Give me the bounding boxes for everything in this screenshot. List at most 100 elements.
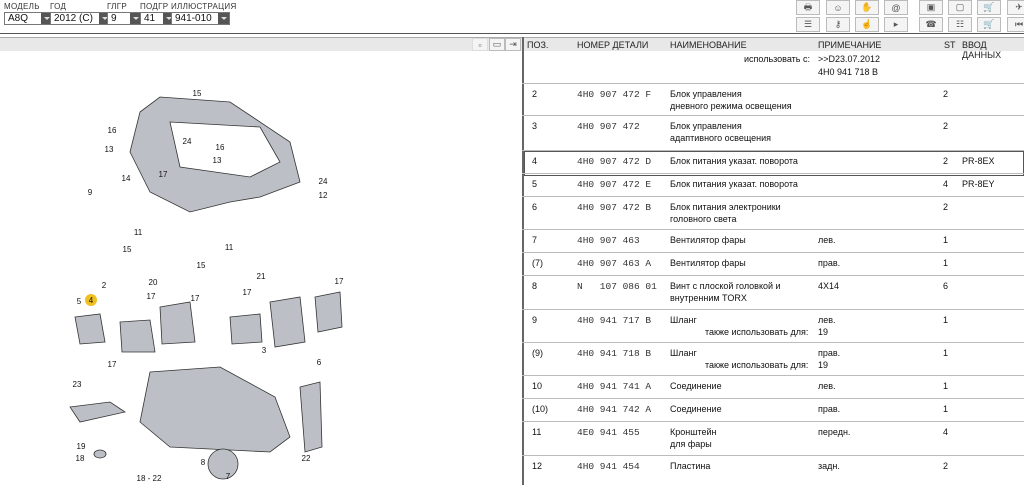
- row-note: лев.: [818, 381, 836, 391]
- callout-number[interactable]: 17: [243, 288, 252, 297]
- row-position: (9): [532, 348, 543, 358]
- callout-number[interactable]: 17: [159, 170, 168, 179]
- callout-number[interactable]: 17: [108, 360, 117, 369]
- callout-number[interactable]: 16: [216, 143, 225, 152]
- pin-icon[interactable]: ✈: [1007, 0, 1024, 15]
- callout-number[interactable]: 20: [149, 278, 158, 287]
- users-icon[interactable]: ☷: [948, 17, 972, 32]
- callout-number[interactable]: 12: [319, 191, 328, 200]
- callout-number[interactable]: 21: [257, 272, 266, 281]
- chevron-down-icon: [218, 13, 229, 24]
- cart-user-icon[interactable]: 🛒: [977, 0, 1001, 15]
- row-part-number[interactable]: 4H0 907 472: [577, 121, 640, 132]
- row-name: Блок питания указат. поворота: [670, 179, 798, 189]
- phone-icon[interactable]: ☎: [919, 17, 943, 32]
- callout-number[interactable]: 24: [183, 137, 192, 146]
- row-part-number[interactable]: 4H0 941 717 B: [577, 315, 652, 326]
- split-view-icon[interactable]: ▭: [489, 38, 505, 51]
- column-header-st[interactable]: ST: [944, 40, 956, 50]
- handshake-icon[interactable]: ✋: [855, 0, 879, 15]
- row-divider: [522, 375, 1024, 376]
- list-icon[interactable]: ☰: [796, 17, 820, 32]
- column-header-note[interactable]: ПРИМЕЧАНИЕ: [818, 40, 882, 50]
- callout-number[interactable]: 6: [317, 358, 322, 367]
- row-note: лев.: [818, 315, 836, 325]
- column-header-input[interactable]: ВВОД ДАННЫХ: [962, 40, 1002, 60]
- callout-number[interactable]: 23: [73, 380, 82, 389]
- row-part-number[interactable]: 4H0 941 741 A: [577, 381, 652, 392]
- row-part-number[interactable]: 4H0 907 472 D: [577, 156, 652, 167]
- hand-icon[interactable]: ☝: [855, 17, 879, 32]
- row-part-number[interactable]: 4H0 907 472 F: [577, 89, 652, 100]
- row-part-number[interactable]: 4H0 907 463: [577, 235, 640, 246]
- callout-number[interactable]: 5: [77, 297, 82, 306]
- callout-number[interactable]: 24: [319, 177, 328, 186]
- callout-number[interactable]: 9: [88, 188, 93, 197]
- first-icon[interactable]: ⏮: [1007, 17, 1024, 32]
- row-quantity: 2: [943, 461, 949, 471]
- callout-number[interactable]: 3: [262, 346, 267, 355]
- row-data-input[interactable]: PR-8EX: [962, 156, 995, 166]
- dropdown-select[interactable]: 2012 (C): [50, 12, 111, 25]
- dealer-icon[interactable]: ▣: [919, 0, 943, 15]
- row-part-number[interactable]: 4H0 907 472 E: [577, 179, 652, 190]
- chevron-down-icon: [99, 13, 110, 24]
- row-part-number[interactable]: 4H0 907 472 B: [577, 202, 652, 213]
- row-note: прав.: [818, 404, 841, 414]
- resize-panel-icon[interactable]: ⇥: [505, 38, 521, 51]
- toggle-view-icon[interactable]: ▫: [472, 38, 488, 51]
- row-divider: [522, 229, 1024, 230]
- email-icon[interactable]: @: [884, 0, 908, 15]
- callout-number[interactable]: 18: [76, 454, 85, 463]
- row-part-number[interactable]: 4H0 907 463 A: [577, 258, 652, 269]
- key-icon[interactable]: ⚷: [826, 17, 850, 32]
- callout-number[interactable]: 15: [197, 261, 206, 270]
- depot-icon[interactable]: ▢: [948, 0, 972, 15]
- row-name: Шланг: [670, 315, 697, 325]
- row-divider: [522, 455, 1024, 456]
- cart-icon[interactable]: 🛒: [977, 17, 1001, 32]
- user-icon[interactable]: ☺: [826, 0, 850, 15]
- row-position: (10): [532, 404, 549, 414]
- row-position: 8: [532, 281, 538, 291]
- dropdown-select[interactable]: 941-010: [171, 12, 230, 25]
- callout-number[interactable]: 11: [225, 243, 234, 252]
- panel-splitter[interactable]: [522, 37, 524, 485]
- row-quantity: 1: [943, 381, 949, 391]
- row-part-number[interactable]: 4H0 941 742 A: [577, 404, 652, 415]
- callout-number[interactable]: 7: [226, 472, 231, 481]
- row-part-number[interactable]: 4H0 941 718 B: [577, 348, 652, 359]
- callout-number[interactable]: 14: [122, 174, 131, 183]
- dropdown-select[interactable]: 41: [140, 12, 175, 25]
- row-position: 11: [532, 427, 542, 437]
- callout-number[interactable]: 11: [134, 228, 143, 237]
- row-part-number[interactable]: 4H0 941 454: [577, 461, 640, 472]
- row-part-number[interactable]: N 107 086 01: [577, 281, 657, 292]
- row-part-number[interactable]: 4E0 941 455: [577, 427, 640, 438]
- column-header-pos[interactable]: ПОЗ.: [527, 40, 549, 50]
- callout-number[interactable]: 4: [89, 296, 94, 305]
- column-header-name[interactable]: НАИМЕНОВАНИЕ: [670, 40, 747, 50]
- callout-number[interactable]: 18 - 22: [137, 474, 162, 483]
- callout-number[interactable]: 15: [123, 245, 132, 254]
- selector-label: ГОД: [50, 2, 67, 11]
- callout-number[interactable]: 8: [201, 458, 206, 467]
- callout-number[interactable]: 16: [108, 126, 117, 135]
- print-icon[interactable]: 🖶: [796, 0, 820, 15]
- dropdown-value: 2012 (C): [54, 13, 93, 24]
- callout-number[interactable]: 13: [105, 145, 114, 154]
- callout-number[interactable]: 17: [147, 292, 156, 301]
- callout-number[interactable]: 15: [193, 89, 202, 98]
- callout-number[interactable]: 19: [77, 442, 86, 451]
- callout-number[interactable]: 2: [102, 281, 107, 290]
- callout-number[interactable]: 22: [302, 454, 311, 463]
- play-icon[interactable]: ▸: [884, 17, 908, 32]
- callout-number[interactable]: 17: [335, 277, 344, 286]
- dropdown-select[interactable]: A8Q: [4, 12, 53, 25]
- dropdown-select[interactable]: 9: [107, 12, 142, 25]
- callout-number[interactable]: 13: [213, 156, 222, 165]
- column-header-part[interactable]: НОМЕР ДЕТАЛИ: [577, 40, 649, 50]
- row-name: Кронштейн для фары: [670, 427, 717, 449]
- callout-number[interactable]: 17: [191, 294, 200, 303]
- row-data-input[interactable]: PR-8EY: [962, 179, 995, 189]
